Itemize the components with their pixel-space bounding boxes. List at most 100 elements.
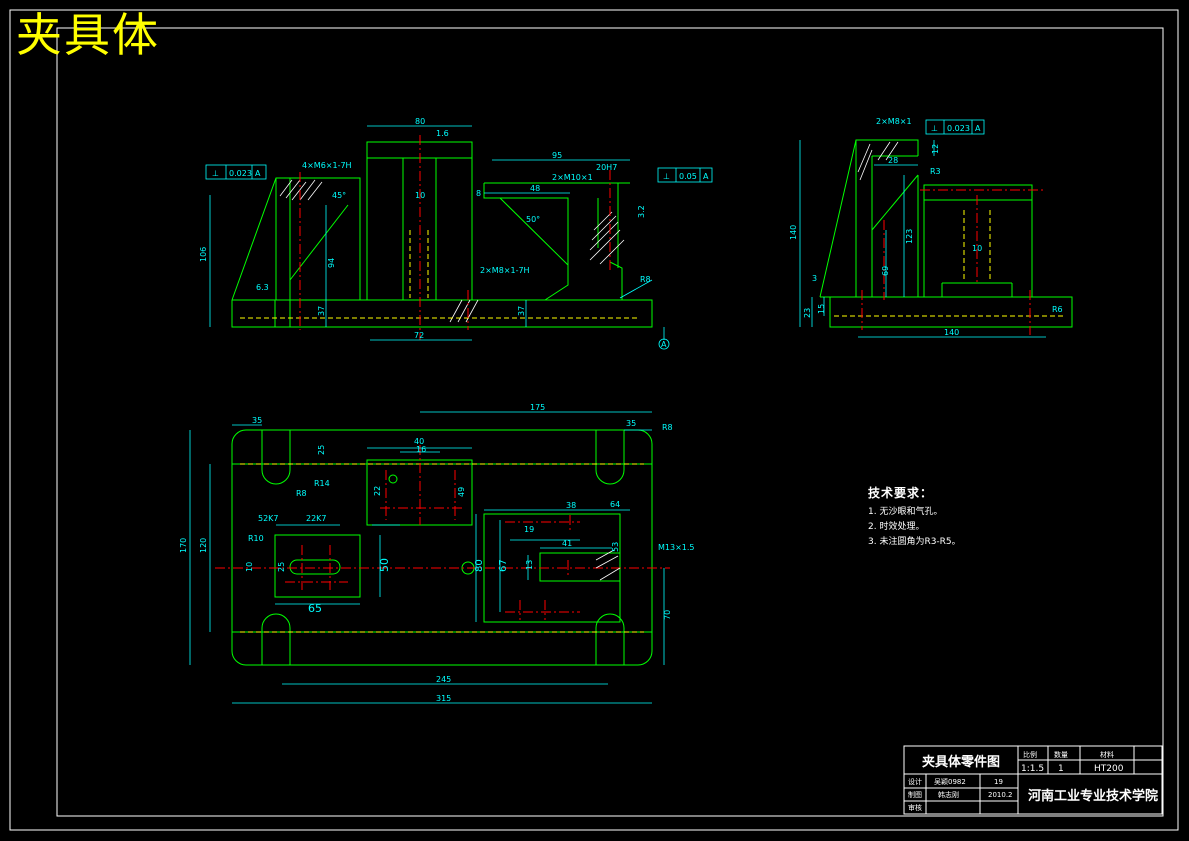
tech-heading: 技术要求： [868,486,934,500]
top-dim-13: 13 [525,560,534,570]
side-tol-sym: ⊥ [931,124,938,133]
top-dim-65: 65 [308,602,322,615]
top-dim-170: 170 [179,538,188,553]
mat-label: 材料 [1100,750,1114,759]
side-dim-text: 140 140 28 12 123 69 10 23 15 3 R6 R3 2×… [789,117,1063,337]
top-center [215,445,670,620]
top-dim-41: 41 [562,539,572,548]
tol-right-val: 0.05 [679,172,697,181]
dim-48: 48 [530,184,540,193]
scale-value: 1:1.5 [1021,764,1044,774]
dim-72: 72 [414,331,424,340]
top-dim-40: 40 [414,437,424,446]
qty-value: 1 [1058,764,1064,774]
top-dim-80: 80 [474,559,485,572]
front-hatching [279,179,625,323]
top-dim-175: 175 [530,403,545,412]
top-view [231,429,653,666]
callout-m6: 4×M6×1-7H [302,161,352,170]
tech-item: 3. 未注圆角为R3-R5。 [868,537,961,547]
top-dim-22: 22 [373,486,382,496]
dim-32: 3.2 [637,205,646,218]
top-dim-49: 49 [457,487,466,497]
top-dim-245: 245 [436,675,451,684]
top-dim-19: 19 [524,525,534,534]
side-dim-lines [799,119,1046,338]
dim-37b: 37 [517,306,526,316]
side-dim-140h: 140 [944,328,959,337]
top-dim-lines [189,411,665,704]
top-dim-r10: R10 [248,534,264,543]
side-dim-28: 28 [888,156,898,165]
side-dim-10: 10 [972,244,982,253]
tol-left-val: 0.023 [229,169,252,178]
top-dim-35a: 35 [252,416,262,425]
outer-frame [9,9,1179,831]
callout-m10: 2×M10×1 [552,173,593,182]
dim-80: 80 [415,117,425,126]
top-hidden [240,463,644,633]
side-tol-ref: A [975,124,981,133]
dim-94: 94 [327,258,336,268]
front-view [231,141,653,328]
top-dim-52k7: 52K7 [258,514,279,523]
tech-requirements: 技术要求： 1. 无沙眼和气孔。 2. 时效处理。 3. 未注圆角为R3-R5。 [868,486,961,550]
top-dim-r8: R8 [662,423,673,432]
top-dim-text: 35 175 35 R8 25 40 16 22 49 R14 R8 170 1… [179,403,695,703]
top-dim-16: 16 [416,445,426,454]
material-value: HT200 [1094,764,1124,774]
top-dim-120: 120 [199,538,208,553]
part-name: 夹具体零件图 [922,754,1000,770]
top-dim-315: 315 [436,694,451,703]
side-dim-15: 15 [817,304,826,314]
check-label: 审核 [908,803,922,812]
front-hidden [240,230,640,319]
side-dim-69: 69 [881,266,890,276]
top-dim-50: 50 [378,558,391,572]
top-dim-25b: 25 [277,562,286,572]
side-view [819,139,1073,328]
front-tol-right [657,167,713,183]
top-dim-70: 70 [663,610,672,620]
tol-left-sym: ⊥ [212,169,219,178]
designer: 吴颖0982 [934,777,966,786]
dim-50: 50° [526,215,540,224]
top-dim-53: 53 [611,542,620,552]
dim-37a: 37 [317,306,326,316]
side-hatching [857,141,899,181]
dim-95: 95 [552,151,562,160]
title-block [903,745,1163,815]
side-dim-123: 123 [905,229,914,244]
top-dim-10: 10 [245,562,254,572]
side-dim-140v: 140 [789,225,798,240]
side-dim-12: 12 [931,144,940,154]
side-tol-val: 0.023 [947,124,970,133]
top-dim-25: 25 [317,445,326,455]
sheet-num: 19 [994,778,1003,786]
top-dim-38: 38 [566,501,576,510]
side-callout-m8: 2×M8×1 [876,117,912,126]
top-dim-r8b: R8 [296,489,307,498]
top-dim-m13: M13×1.5 [658,543,695,552]
side-center [861,189,1045,335]
title-block-text: 夹具体零件图 比例 数量 材料 1:1.5 1 HT200 设计 制图 审核 吴… [908,750,1158,812]
tol-right-ref: A [703,172,709,181]
dim-63: 6.3 [256,283,269,292]
drawing-title: 夹具体 [16,8,160,62]
front-tol-left [205,164,267,180]
dim-16: 1.6 [436,129,449,138]
dim-10: 10 [415,191,425,200]
front-dim-lines [209,125,670,350]
front-center [299,135,611,340]
inner-frame [56,27,1164,817]
tol-left-ref: A [255,169,261,178]
school: 河南工业专业技术学院 [1028,788,1158,804]
side-dim-23: 23 [803,308,812,318]
tech-item: 2. 时效处理。 [868,522,925,532]
callout-m8: 2×M8×1-7H [480,266,530,275]
tol-right-sym: ⊥ [663,172,670,181]
drafter: 韩志刚 [938,790,959,799]
top-dim-r14: R14 [314,479,330,488]
top-dim-64: 64 [610,500,620,509]
